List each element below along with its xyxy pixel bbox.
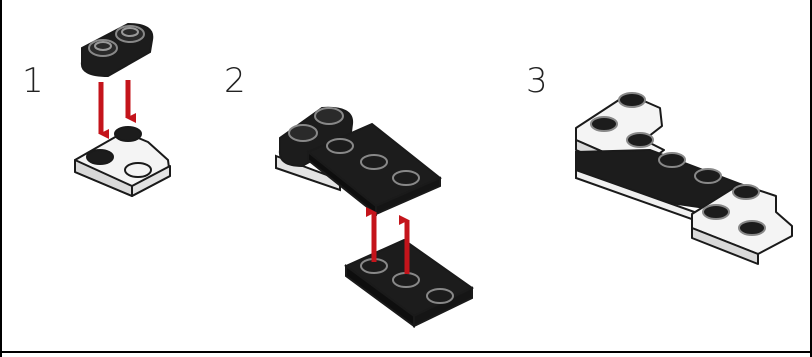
step-number-1: 1 bbox=[22, 61, 44, 101]
white-l-plate-right bbox=[691, 183, 793, 265]
black-middle-plate bbox=[575, 148, 742, 224]
step-1-diagram bbox=[74, 22, 171, 197]
step-number-2: 2 bbox=[224, 61, 246, 101]
step-2-diagram bbox=[275, 106, 474, 328]
step-number-3: 3 bbox=[526, 61, 548, 101]
arrow-up-icon bbox=[366, 207, 410, 274]
black-jumper-plate bbox=[80, 22, 154, 78]
arrow-down-icon bbox=[98, 80, 136, 139]
black-jumper-plate-top bbox=[278, 106, 354, 168]
black-long-plate bbox=[306, 122, 442, 217]
black-bottom-plate bbox=[344, 238, 474, 328]
step-3-diagram bbox=[575, 92, 793, 265]
white-l-plate bbox=[74, 126, 171, 197]
